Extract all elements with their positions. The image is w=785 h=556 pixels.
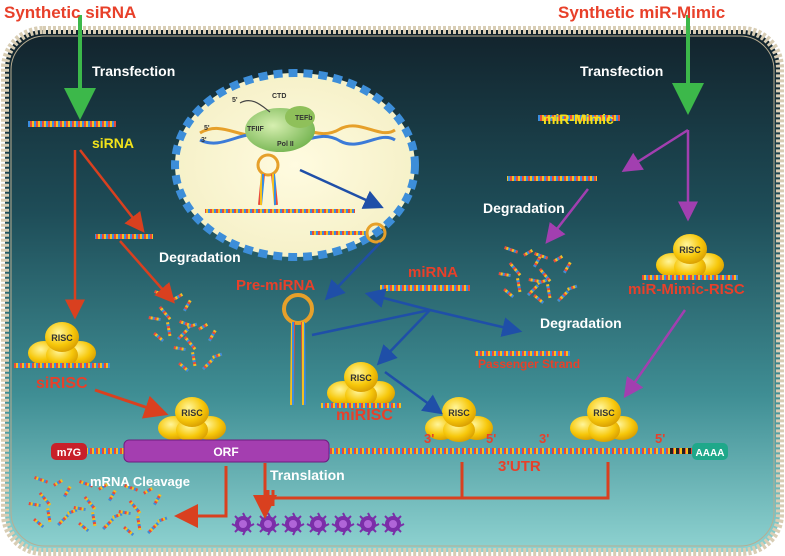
mrna-cleavage-label: mRNA Cleavage bbox=[90, 474, 190, 489]
mrna-cleavage-arrow bbox=[174, 466, 228, 528]
polya-tail bbox=[692, 443, 728, 460]
ctd-label: CTD bbox=[272, 93, 286, 100]
mir-mimic-risc-label: miR-Mimic-RISC bbox=[628, 281, 745, 298]
orf-label: ORF bbox=[213, 445, 238, 459]
nucleus bbox=[171, 69, 419, 261]
mimic-degradation-arrow bbox=[621, 128, 689, 173]
utr-three-prime-1: 3' bbox=[424, 431, 434, 446]
risc-label: RISC bbox=[350, 373, 372, 383]
passenger-strand-label: Passenger Strand bbox=[478, 357, 580, 371]
sirna-label: siRNA bbox=[92, 135, 134, 151]
synthetic-mir-mimic-title: Synthetic miR-Mimic bbox=[558, 3, 725, 22]
synthetic-sirna-title: Synthetic siRNA bbox=[4, 3, 136, 22]
utr-label: 3'UTR bbox=[498, 458, 541, 475]
pol-ii-label: Pol II bbox=[277, 141, 294, 148]
nucleus-five-prime-top: 5' bbox=[232, 97, 238, 104]
export-arrow bbox=[324, 242, 381, 301]
transfection-right-label: Transfection bbox=[580, 63, 663, 79]
sirisc-complex bbox=[14, 322, 110, 368]
mir-mimic-label: miR-Mimic bbox=[543, 111, 614, 127]
nucleus-five-prime: 5' bbox=[204, 125, 210, 132]
risc-label: RISC bbox=[51, 333, 73, 343]
m7g-label: m7G bbox=[57, 447, 81, 459]
repression-line bbox=[268, 462, 610, 500]
protein-product bbox=[231, 512, 255, 536]
utr-five-prime-1: 5' bbox=[486, 431, 496, 446]
risc-label: RISC bbox=[448, 408, 470, 418]
transfection-left-label: Transfection bbox=[92, 63, 175, 79]
degradation-left-label: Degradation bbox=[159, 249, 241, 265]
mir-mimic-risc-complex bbox=[642, 234, 738, 280]
tfiif-label: TFIIF bbox=[247, 126, 264, 133]
orf-region bbox=[123, 439, 330, 463]
risc-label: RISC bbox=[181, 408, 203, 418]
risc-label: RISC bbox=[593, 408, 615, 418]
nucleus-three-prime: 3' bbox=[201, 137, 207, 144]
sirna-degradation-arrow bbox=[79, 149, 145, 233]
polya-label: AAAA bbox=[696, 448, 725, 459]
utr-three-prime-2: 3' bbox=[539, 431, 549, 446]
pre-mirna-label: Pre-miRNA bbox=[236, 277, 315, 294]
tefb-label: TEFb bbox=[295, 115, 313, 122]
degradation-right-label: Degradation bbox=[483, 200, 565, 216]
mirisc-complex bbox=[321, 362, 401, 408]
mirna-label: miRNA bbox=[408, 264, 458, 281]
utr-five-prime-2: 5' bbox=[655, 431, 665, 446]
m7g-cap bbox=[51, 443, 87, 460]
mirisc-label: miRISC bbox=[336, 407, 393, 424]
sirisc-label: siRISC bbox=[36, 375, 88, 392]
translation-label: Translation bbox=[270, 467, 345, 483]
degradation-middle-label: Degradation bbox=[540, 315, 622, 331]
risc-label: RISC bbox=[679, 245, 701, 255]
